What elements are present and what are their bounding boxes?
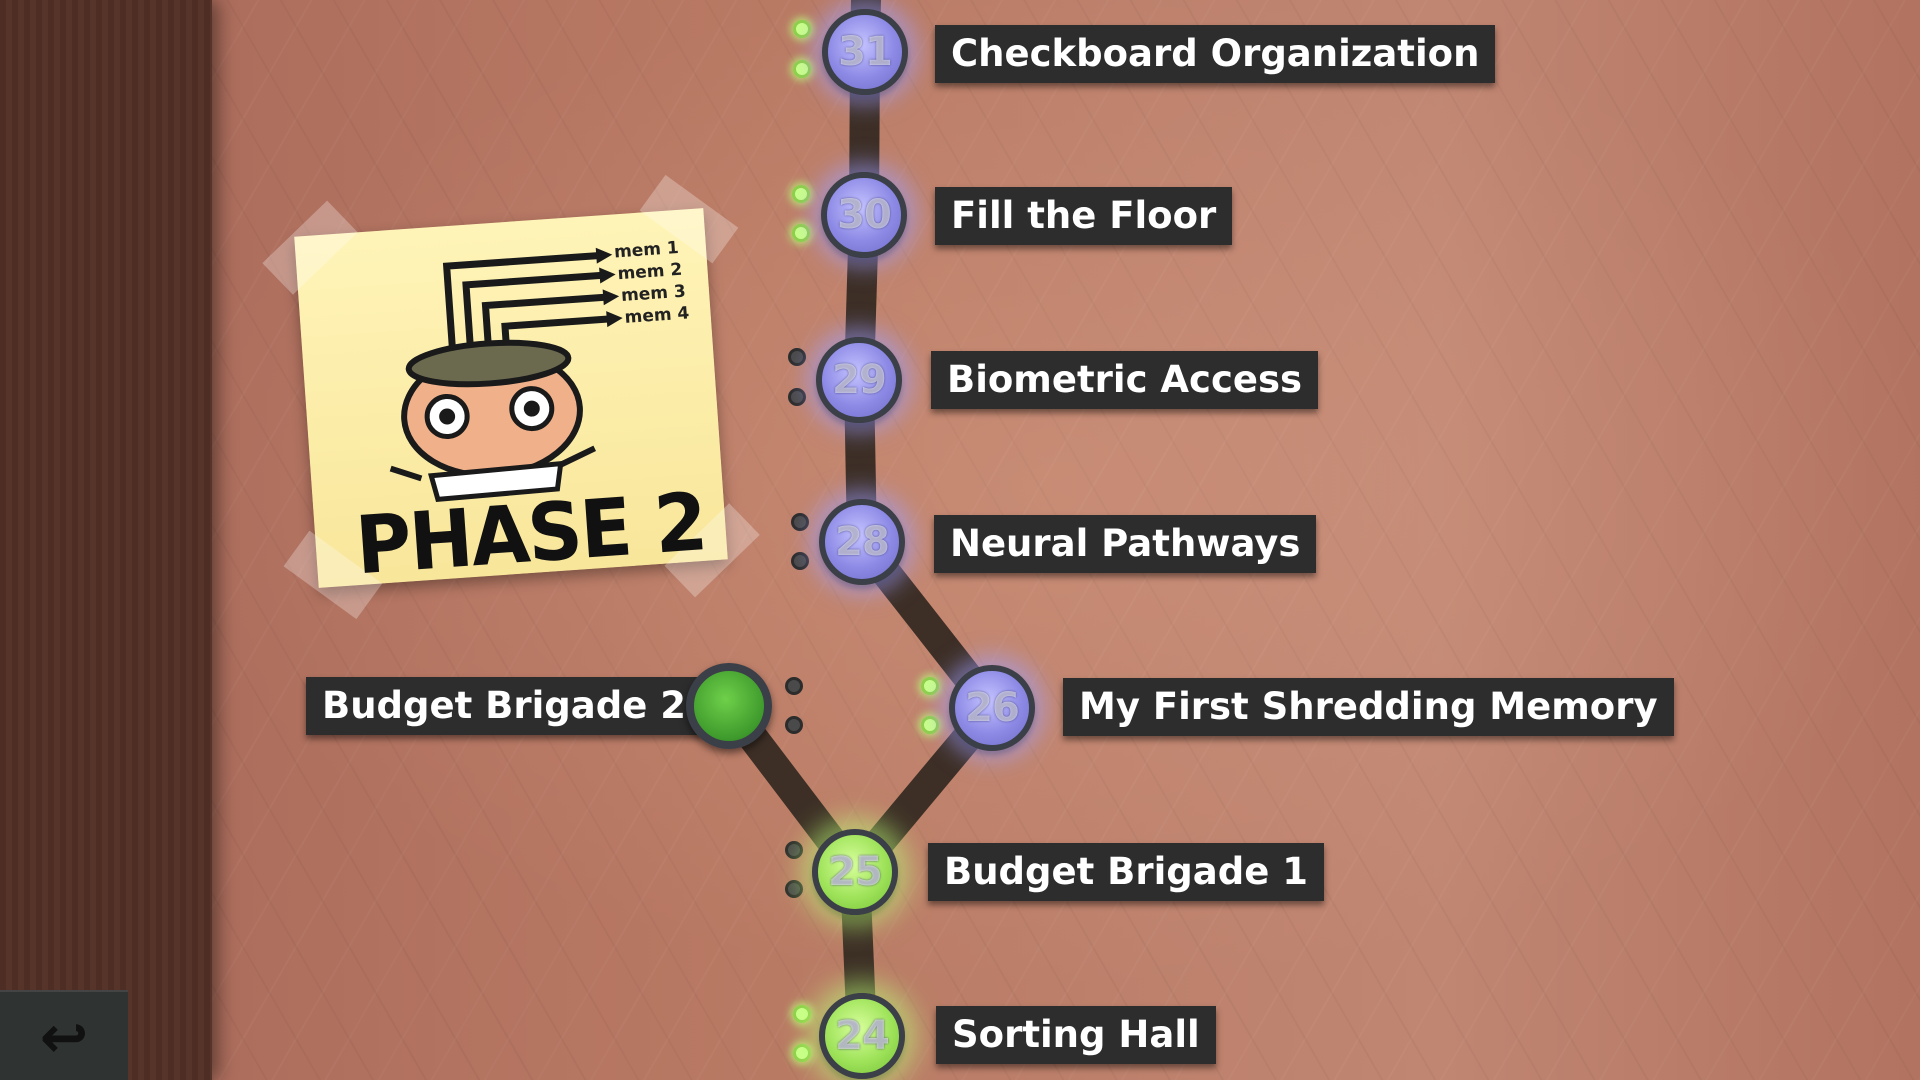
level-29-star-2: [788, 388, 806, 406]
level-label-31[interactable]: Checkboard Organization: [935, 25, 1496, 83]
level-25-star-2: [785, 880, 803, 898]
undo-arrow-icon: ↩: [39, 1003, 89, 1071]
level-number-24: 24: [835, 1013, 890, 1059]
level-node-24[interactable]: 24: [819, 993, 905, 1079]
level-node-31[interactable]: 31: [822, 9, 908, 95]
budget-brigade-2-star-2: [785, 716, 803, 734]
level-label-26[interactable]: My First Shredding Memory: [1063, 678, 1674, 736]
level-node-budget-brigade-2[interactable]: [686, 663, 772, 749]
level-25-star-1: [785, 841, 803, 859]
level-28-star-1: [791, 513, 809, 531]
left-wood-panel: [0, 0, 212, 1080]
level-label-budget-brigade-2[interactable]: Budget Brigade 2: [306, 677, 702, 735]
level-number-31: 31: [838, 29, 893, 75]
level-label-28[interactable]: Neural Pathways: [934, 515, 1317, 573]
phase-note: mem 1 mem 2 mem 3 mem 4 PHASE 2: [262, 174, 760, 620]
level-label-25[interactable]: Budget Brigade 1: [928, 843, 1324, 901]
level-label-29[interactable]: Biometric Access: [931, 351, 1319, 409]
level-number-25: 25: [828, 849, 883, 895]
level-number-26: 26: [965, 685, 1020, 731]
level-label-30[interactable]: Fill the Floor: [935, 187, 1233, 245]
level-node-28[interactable]: 28: [819, 499, 905, 585]
level-node-29[interactable]: 29: [816, 337, 902, 423]
back-button[interactable]: ↩: [0, 990, 128, 1080]
level-30-star-2: [792, 224, 810, 242]
level-26-star-1: [921, 677, 939, 695]
level-26-star-2: [921, 716, 939, 734]
budget-brigade-2-star-1: [785, 677, 803, 695]
level-number-29: 29: [832, 357, 887, 403]
level-node-25[interactable]: 25: [812, 829, 898, 915]
level-node-26[interactable]: 26: [949, 665, 1035, 751]
level-29-star-1: [788, 348, 806, 366]
level-label-24[interactable]: Sorting Hall: [936, 1006, 1216, 1064]
level-31-star-2: [793, 60, 811, 78]
level-number-28: 28: [835, 519, 890, 565]
level-28-star-2: [791, 552, 809, 570]
level-31-star-1: [793, 20, 811, 38]
brain-character-illustration: [389, 247, 623, 503]
level-24-star-1: [793, 1005, 811, 1023]
level-number-30: 30: [837, 192, 892, 238]
level-node-30[interactable]: 30: [821, 172, 907, 258]
level-30-star-1: [792, 185, 810, 203]
level-24-star-2: [793, 1044, 811, 1062]
